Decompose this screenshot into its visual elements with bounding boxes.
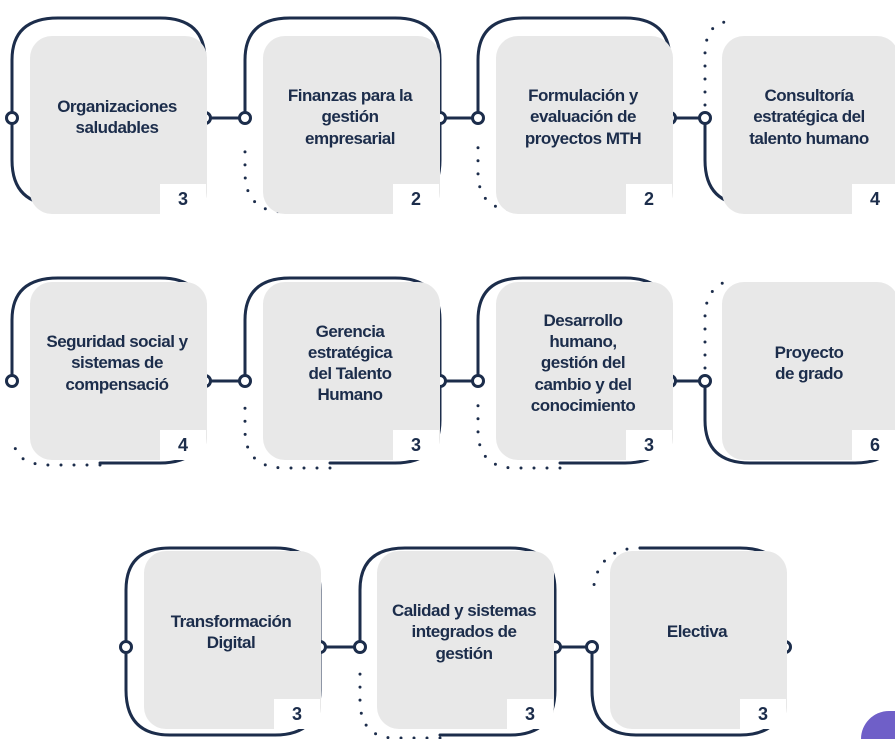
credits-badge: 3 <box>626 430 672 460</box>
credits-badge: 3 <box>740 699 786 729</box>
credits-badge: 2 <box>626 184 672 214</box>
course-card: Seguridad social y sistemas de compensac… <box>12 264 207 460</box>
course-title: Seguridad social y sistemas de compensac… <box>46 332 188 394</box>
course-card: Consultoría estratégica del talento huma… <box>704 18 895 214</box>
credits-badge: 3 <box>507 699 553 729</box>
credits-badge: 2 <box>393 184 439 214</box>
credits-badge: 3 <box>393 430 439 460</box>
credits-badge: 3 <box>160 184 206 214</box>
course-title: Transformación Digital <box>170 611 292 652</box>
course-title: Proyecto de grado <box>774 342 844 383</box>
credits-badge: 6 <box>852 430 895 460</box>
course-card: Desarrollo humano, gestión del cambio y … <box>478 264 673 460</box>
course-title: Formulación y evaluación de proyectos MT… <box>524 86 642 148</box>
course-card: Organizaciones saludables 3 <box>12 18 207 214</box>
course-card: Transformación Digital 3 <box>126 533 321 729</box>
course-title: Electiva <box>666 622 728 642</box>
course-title: Desarrollo humano, gestión del cambio y … <box>530 310 636 415</box>
course-title: Consultoría estratégica del talento huma… <box>749 86 869 148</box>
credits-badge: 4 <box>852 184 895 214</box>
course-title: Gerencia estratégica del Talento Humano <box>307 321 393 405</box>
course-card: Calidad y sistemas integrados de gestión… <box>359 533 554 729</box>
course-title: Organizaciones saludables <box>57 96 177 137</box>
credits-badge: 4 <box>160 430 206 460</box>
course-title: Calidad y sistemas integrados de gestión <box>391 601 537 663</box>
decorative-corner-shape <box>861 711 895 739</box>
course-card: Finanzas para la gestión empresarial 2 <box>245 18 440 214</box>
course-card: Formulación y evaluación de proyectos MT… <box>478 18 673 214</box>
course-card: Gerencia estratégica del Talento Humano … <box>245 264 440 460</box>
course-card: Proyecto de grado 6 <box>704 264 895 460</box>
credits-badge: 3 <box>274 699 320 729</box>
course-title: Finanzas para la gestión empresarial <box>287 86 413 148</box>
course-card: Electiva 3 <box>592 533 787 729</box>
